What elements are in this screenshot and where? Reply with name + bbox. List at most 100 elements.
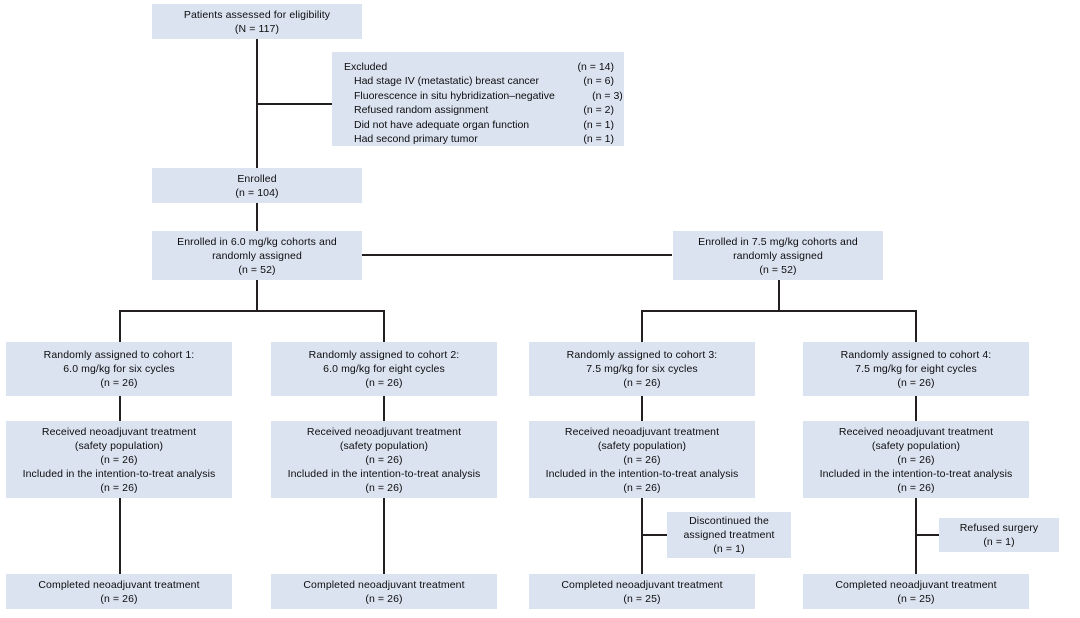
node-line: Randomly assigned to cohort 3: (566, 349, 718, 361)
node-line: (n = 25) (623, 592, 661, 605)
node-line: Patients assessed for eligibility (183, 8, 331, 21)
node-completed-cohort-3[interactable]: Completed neoadjuvant treatment (n = 25) (529, 574, 755, 609)
node-line: Completed neoadjuvant treatment (303, 578, 465, 591)
node-line: (safety population) (871, 439, 961, 452)
connector-to-refused4 (915, 534, 939, 536)
node-refused-surgery-cohort-4[interactable]: Refused surgery (n = 1) (939, 518, 1059, 552)
node-received-cohort-4[interactable]: Received neoadjuvant treatment (safety p… (803, 421, 1029, 498)
node-line: (safety population) (597, 439, 687, 452)
node-line: randomly assigned (212, 249, 302, 262)
node-line: assigned treatment (683, 529, 775, 541)
node-line: (n = 26) (365, 453, 403, 466)
connector-to-cohort4 (915, 310, 917, 342)
node-enrolled[interactable]: Enrolled (n = 104) (152, 168, 362, 203)
excluded-header-count: (n = 14) (577, 61, 614, 73)
node-line: (n = 26) (623, 481, 661, 494)
node-line: Enrolled in 6.0 mg/kg cohorts and (177, 235, 337, 248)
connector-cohort4-to-received4 (915, 396, 917, 422)
node-line: Discontinued the (689, 515, 769, 527)
node-arm-60mgkg[interactable]: Enrolled in 6.0 mg/kg cohorts and random… (152, 231, 362, 280)
excluded-reason-label: Had stage IV (metastatic) breast cancer (354, 75, 539, 88)
node-completed-cohort-4[interactable]: Completed neoadjuvant treatment (n = 25) (803, 574, 1029, 609)
excluded-reason-row: Had second primary tumor (n = 1) (344, 132, 614, 146)
node-line: (n = 1) (713, 543, 745, 555)
excluded-reason-count: (n = 2) (583, 104, 614, 117)
connector-received3-to-completed3 (641, 498, 643, 574)
connector-to-cohort3 (641, 310, 643, 342)
node-line: (safety population) (339, 439, 429, 452)
connector-cohort3-to-received3 (641, 396, 643, 422)
node-completed-cohort-2[interactable]: Completed neoadjuvant treatment (n = 26) (271, 574, 497, 609)
connector-enrolled-down (256, 203, 258, 233)
node-line: Randomly assigned to cohort 2: (308, 349, 460, 361)
connector-arm60-down (256, 280, 258, 312)
node-line: Included in the intention-to-treat analy… (287, 467, 481, 480)
node-line: Received neoadjuvant treatment (306, 425, 462, 438)
excluded-reason-label: Refused random assignment (354, 104, 489, 117)
node-received-cohort-2[interactable]: Received neoadjuvant treatment (safety p… (271, 421, 497, 498)
node-line: (safety population) (74, 439, 164, 452)
node-line: (n = 26) (100, 377, 138, 389)
connector-to-discontinued3 (641, 534, 667, 536)
node-line: (n = 26) (100, 481, 138, 494)
node-received-cohort-3[interactable]: Received neoadjuvant treatment (safety p… (529, 421, 755, 498)
excluded-reason-label: Did not have adequate organ function (354, 118, 530, 131)
node-line: (n = 104) (235, 186, 279, 199)
node-line: (n = 25) (897, 592, 935, 605)
node-completed-cohort-1[interactable]: Completed neoadjuvant treatment (n = 26) (6, 574, 232, 609)
node-received-cohort-1[interactable]: Received neoadjuvant treatment (safety p… (6, 421, 232, 498)
excluded-reason-row: Had stage IV (metastatic) breast cancer … (344, 74, 614, 88)
node-line: Received neoadjuvant treatment (564, 425, 720, 438)
node-line: 6.0 mg/kg for eight cycles (323, 363, 445, 375)
connector-cohort2-to-received2 (383, 396, 385, 422)
excluded-reason-row: Did not have adequate organ function (n … (344, 118, 614, 132)
connector-cohort12-split (119, 310, 385, 312)
node-cohort-4[interactable]: Randomly assigned to cohort 4: 7.5 mg/kg… (803, 342, 1029, 396)
node-line: 7.5 mg/kg for eight cycles (855, 363, 977, 375)
node-cohort-3[interactable]: Randomly assigned to cohort 3: 7.5 mg/kg… (529, 342, 755, 396)
node-line: (n = 26) (365, 592, 403, 605)
connector-to-excluded (256, 103, 332, 105)
node-patients-assessed[interactable]: Patients assessed for eligibility (N = 1… (152, 4, 362, 39)
connector-to-cohort1 (119, 310, 121, 342)
excluded-reason-row: Refused random assignment (n = 2) (344, 103, 614, 117)
node-line: (n = 26) (623, 377, 661, 389)
node-line: (n = 26) (897, 481, 935, 494)
node-line: (n = 26) (623, 453, 661, 466)
excluded-header-row: Excluded (n = 14) (344, 60, 614, 74)
excluded-reason-count: (n = 1) (583, 133, 614, 146)
node-line: (n = 26) (100, 592, 138, 605)
node-discontinued-cohort-3[interactable]: Discontinued the assigned treatment (n =… (667, 512, 791, 558)
connector-to-cohort2 (383, 310, 385, 342)
excluded-reason-count: (n = 6) (583, 75, 614, 88)
excluded-reason-label: Fluorescence in situ hybridization–negat… (354, 89, 555, 102)
node-line: 7.5 mg/kg for six cycles (586, 363, 698, 375)
node-cohort-2[interactable]: Randomly assigned to cohort 2: 6.0 mg/kg… (271, 342, 497, 396)
node-line: (n = 26) (100, 453, 138, 466)
node-line: Received neoadjuvant treatment (41, 425, 197, 438)
connector-received1-to-completed1 (119, 498, 121, 574)
node-line: (N = 117) (234, 22, 280, 35)
node-line: Randomly assigned to cohort 1: (43, 349, 195, 361)
connector-arm75-down (778, 280, 780, 312)
node-line: (n = 26) (365, 481, 403, 494)
node-line: Refused surgery (959, 522, 1039, 534)
node-line: Included in the intention-to-treat analy… (22, 467, 216, 480)
excluded-reason-count: (n = 3) (592, 89, 623, 102)
node-arm-75mgkg[interactable]: Enrolled in 7.5 mg/kg cohorts and random… (673, 231, 883, 280)
node-excluded[interactable]: Excluded (n = 14) Had stage IV (metastat… (332, 52, 624, 146)
excluded-reason-row: Fluorescence in situ hybridization–negat… (344, 89, 623, 103)
node-line: Enrolled (237, 172, 277, 185)
connector-received4-to-completed4 (915, 498, 917, 574)
node-line: Completed neoadjuvant treatment (38, 578, 200, 591)
node-cohort-1[interactable]: Randomly assigned to cohort 1: 6.0 mg/kg… (6, 342, 232, 396)
node-line: (n = 52) (759, 263, 797, 276)
node-line: Completed neoadjuvant treatment (835, 578, 997, 591)
node-line: (n = 52) (238, 263, 276, 276)
node-line: Completed neoadjuvant treatment (561, 578, 723, 591)
node-line: Included in the intention-to-treat analy… (545, 467, 739, 480)
connector-received2-to-completed2 (383, 498, 385, 574)
node-line: 6.0 mg/kg for six cycles (63, 363, 175, 375)
connector-arm-split (362, 254, 672, 256)
node-line: (n = 26) (365, 377, 403, 389)
